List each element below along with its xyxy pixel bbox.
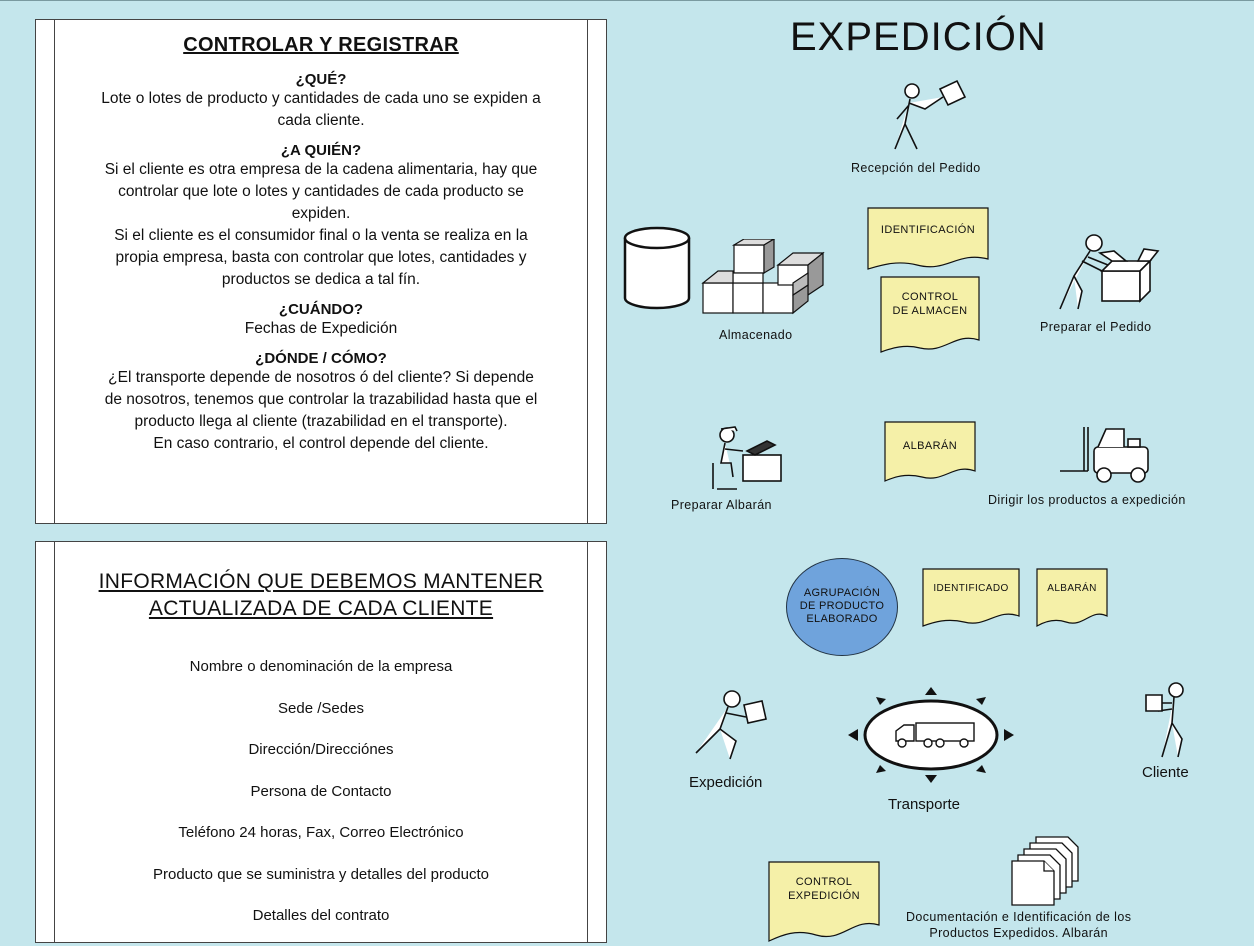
label-recepcion: Recepción del Pedido [851,161,981,175]
info-heading-line: ACTUALIZADA DE CADA CLIENTE [148,597,494,620]
section-que: ¿QUÉ? Lote o lotes de producto y cantida… [56,71,586,132]
doc-control-expedicion-text: CONTROL EXPEDICIÓN [768,875,880,903]
label-documentacion-line: Documentación e Identificación de los [906,910,1132,924]
question-donde: ¿DÓNDE / CÓMO? [255,350,387,367]
section-donde: ¿DÓNDE / CÓMO? ¿El transporte depende de… [56,350,586,455]
answer-line: producto llega al cliente (trazabilidad … [134,413,508,430]
doc-identificado: IDENTIFICADO [922,568,1020,628]
doc-control-expedicion-line: CONTROL [795,876,853,888]
answer-line: Si el cliente es el consumidor final o l… [114,227,528,244]
controlar-panel: CONTROLAR Y REGISTRAR ¿QUÉ? Lote o lotes… [35,19,607,524]
answer-line: Lote o lotes de producto y cantidades de… [101,90,541,107]
database-icon [623,226,691,310]
doc-control-expedicion-line: EXPEDICIÓN [788,890,860,902]
section-a-quien: ¿A QUIÉN? Si el cliente es otra empresa … [56,142,586,291]
doc-identificacion-text: IDENTIFICACIÓN [880,224,976,236]
question-cuando: ¿CUÁNDO? [278,301,364,318]
info-body: INFORMACIÓN QUE DEBEMOS MANTENER ACTUALI… [56,542,586,942]
doc-control-expedicion: CONTROL EXPEDICIÓN [768,861,880,943]
doc-control-almacen-line: CONTROL [901,291,959,303]
label-transporte: Transporte [888,796,960,813]
doc-albaran-1-text: ALBARÁN [902,440,958,452]
controlar-body: CONTROLAR Y REGISTRAR ¿QUÉ? Lote o lotes… [56,20,586,523]
section-cuando: ¿CUÁNDO? Fechas de Expedición [56,301,586,340]
question-que: ¿QUÉ? [295,71,347,88]
doc-albaran-1: ALBARÁN [884,421,976,483]
transport-truck-icon [848,687,1014,783]
doc-identificacion: IDENTIFICACIÓN [867,207,989,271]
documents-stack-icon [1011,836,1079,906]
answer-line: En caso contrario, el control depende de… [153,435,489,452]
person-receiving-icon [1145,682,1184,758]
answer-line: ¿El transporte depende de nosotros ó del… [108,369,534,386]
info-item: Dirección/Direcciónes [248,741,394,758]
answer-line: productos se dedica a tal fín. [221,271,421,288]
answer-line: Si el cliente es otra empresa de la cade… [104,161,538,178]
label-expedicion: Expedición [689,774,763,791]
answer-line: expiden. [291,205,351,222]
doc-albaran-2: ALBARÁN [1036,568,1108,628]
info-item: Persona de Contacto [250,782,392,800]
person-at-desk-icon [712,426,782,490]
info-heading-line: INFORMACIÓN QUE DEBEMOS MANTENER [98,570,544,593]
label-preparar-albaran: Preparar Albarán [671,498,772,512]
doc-control-almacen-line: DE ALMACEN [892,305,968,317]
controlar-heading: CONTROLAR Y REGISTRAR [183,34,459,56]
label-preparar-pedido: Preparar el Pedido [1040,320,1152,334]
page-title: EXPEDICIÓN [790,15,1047,59]
agrupacion-line: DE PRODUCTO [799,600,885,612]
agrupacion-line: ELABORADO [806,613,878,625]
label-cliente: Cliente [1142,764,1189,781]
answer-line: controlar que lote o lotes y cantidades … [118,183,524,200]
doc-control-almacen: CONTROL DE ALMACEN [880,276,980,354]
answer-line: Fechas de Expedición [244,320,398,337]
info-item: Detalles del contrato [252,907,390,924]
label-dirigir: Dirigir los productos a expedición [988,493,1186,507]
forklift-icon [1060,427,1149,483]
info-item: Teléfono 24 horas, Fax, Correo Electróni… [178,824,464,841]
doc-control-almacen-text: CONTROL DE ALMACEN [880,290,980,318]
person-with-paper-icon [894,79,967,150]
answer-line: propia empresa, basta con controlar que … [115,249,527,266]
doc-albaran-2-text: ALBARÁN [1047,583,1097,594]
answer-line: cada cliente. [277,112,365,129]
agrupacion-circle: AGRUPACIÓN DE PRODUCTO ELABORADO [786,558,898,656]
label-almacenado: Almacenado [719,328,793,342]
info-heading: INFORMACIÓN QUE DEBEMOS MANTENER ACTUALI… [56,568,586,622]
person-packing-box-icon [1059,234,1160,310]
agrupacion-line: AGRUPACIÓN [803,587,881,599]
info-item: Nombre o denominación de la empresa [189,658,453,675]
label-documentacion-line: Productos Expedidos. Albarán [929,926,1108,940]
label-documentacion: Documentación e Identificación de los Pr… [906,909,1131,941]
info-panel: INFORMACIÓN QUE DEBEMOS MANTENER ACTUALI… [35,541,607,943]
stacked-boxes-icon [701,239,825,315]
info-item: Sede /Sedes [278,699,364,717]
info-item: Producto que se suministra y detalles de… [152,865,490,883]
answer-line: de nosotros, tenemos que controlar la tr… [104,391,538,408]
doc-identificado-text: IDENTIFICADO [933,583,1009,594]
person-carrying-box-icon [695,690,767,760]
question-a-quien: ¿A QUIÉN? [280,142,362,159]
